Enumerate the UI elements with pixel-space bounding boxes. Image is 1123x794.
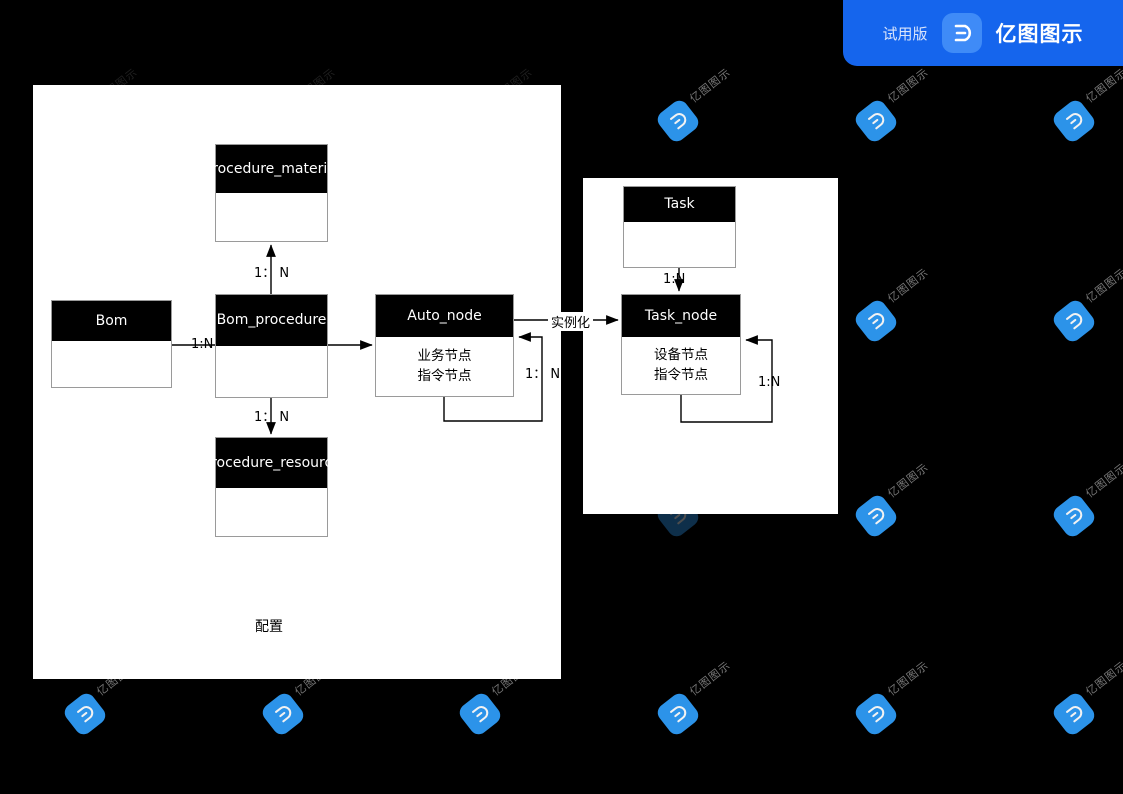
panel-label-config: 配置 bbox=[255, 619, 283, 635]
entity-body-bom-procedure bbox=[216, 346, 327, 397]
entity-bom[interactable]: Bom bbox=[51, 300, 172, 388]
edge-label-bomprocedure-procedureresource: 1： N bbox=[254, 410, 290, 425]
watermark: 亿图图示 bbox=[1050, 659, 1123, 743]
watermark: 亿图图示 bbox=[852, 659, 949, 743]
entity-body-task bbox=[624, 222, 735, 267]
entity-procedure-material[interactable]: procedure_material bbox=[203, 144, 340, 242]
edraw-watermark-icon bbox=[654, 97, 702, 145]
watermark-text: 亿图图示 bbox=[687, 658, 734, 699]
edge-label-bom-bomprocedure: 1:N bbox=[191, 337, 214, 352]
watermark: 亿图图示 bbox=[852, 266, 949, 350]
entity-title-bom-procedure: Bom_procedure bbox=[216, 295, 327, 346]
edraw-watermark-icon bbox=[654, 690, 702, 738]
entity-body-line: 指令节点 bbox=[417, 367, 472, 384]
watermark-text: 亿图图示 bbox=[1083, 265, 1123, 306]
entity-body-procedure-resource bbox=[216, 488, 327, 536]
entity-body-line: 指令节点 bbox=[654, 366, 708, 383]
watermark-text: 亿图图示 bbox=[885, 65, 932, 106]
entity-body-auto-node: 业务节点 指令节点 bbox=[376, 337, 513, 396]
watermark-text: 亿图图示 bbox=[687, 65, 734, 106]
watermark: 亿图图示 bbox=[852, 461, 949, 545]
entity-body-line: 业务节点 bbox=[417, 347, 472, 364]
edraw-watermark-icon bbox=[852, 492, 900, 540]
entity-task-node[interactable]: Task_node 设备节点 指令节点 bbox=[621, 294, 741, 395]
edraw-watermark-icon bbox=[852, 297, 900, 345]
brand-name: 亿图图示 bbox=[995, 22, 1084, 46]
edraw-watermark-icon bbox=[1050, 97, 1098, 145]
watermark: 亿图图示 bbox=[1050, 66, 1123, 150]
entity-title-task-node: Task_node bbox=[622, 295, 740, 337]
watermark-text: 亿图图示 bbox=[885, 658, 932, 699]
watermark: 亿图图示 bbox=[852, 66, 949, 150]
entity-body-procedure-material bbox=[216, 193, 327, 241]
entity-title-bom: Bom bbox=[52, 301, 171, 341]
entity-body-line: 设备节点 bbox=[654, 346, 708, 363]
entity-task[interactable]: Task bbox=[623, 186, 736, 268]
edraw-watermark-icon bbox=[852, 97, 900, 145]
watermark-text: 亿图图示 bbox=[885, 460, 932, 501]
watermark: 亿图图示 bbox=[654, 659, 751, 743]
watermark: 亿图图示 bbox=[61, 659, 158, 743]
watermark-text: 亿图图示 bbox=[1083, 460, 1123, 501]
edraw-watermark-icon bbox=[1050, 492, 1098, 540]
entity-title-procedure-material: procedure_material bbox=[203, 145, 340, 193]
entity-title-procedure-resource: procedure_resource bbox=[202, 438, 341, 488]
edge-label-autonode-self: 1： N bbox=[525, 367, 561, 382]
watermark-text: 亿图图示 bbox=[885, 265, 932, 306]
edraw-watermark-icon bbox=[456, 690, 504, 738]
watermark: 亿图图示 bbox=[654, 66, 751, 150]
watermark-text: 亿图图示 bbox=[1083, 65, 1123, 106]
edge-label-task-tasknode: 1:N bbox=[663, 272, 686, 287]
entity-procedure-resource[interactable]: procedure_resource bbox=[202, 437, 341, 537]
entity-auto-node[interactable]: Auto_node 业务节点 指令节点 bbox=[375, 294, 514, 397]
watermark-text: 亿图图示 bbox=[1083, 658, 1123, 699]
watermark: 亿图图示 bbox=[1050, 266, 1123, 350]
trial-label: 试用版 bbox=[882, 24, 928, 43]
entity-bom-procedure[interactable]: Bom_procedure bbox=[215, 294, 328, 398]
edge-label-bomprocedure-procedurematerial: 1： N bbox=[254, 266, 290, 281]
trial-badge[interactable]: 试用版 亿图图示 bbox=[843, 0, 1123, 66]
edge-label-tasknode-self: 1:N bbox=[758, 375, 781, 390]
edraw-watermark-icon bbox=[1050, 297, 1098, 345]
entity-body-task-node: 设备节点 指令节点 bbox=[622, 337, 740, 394]
edraw-watermark-icon bbox=[1050, 690, 1098, 738]
edge-label-instantiate: 实例化 bbox=[548, 312, 594, 331]
watermark: 亿图图示 bbox=[456, 659, 553, 743]
watermark: 亿图图示 bbox=[259, 659, 356, 743]
edraw-watermark-icon bbox=[852, 690, 900, 738]
entity-title-auto-node: Auto_node bbox=[376, 295, 513, 337]
entity-title-task: Task bbox=[624, 187, 735, 222]
edraw-logo-icon bbox=[941, 13, 982, 53]
watermark: 亿图图示 bbox=[1050, 461, 1123, 545]
entity-body-bom bbox=[52, 341, 171, 387]
edraw-watermark-icon bbox=[61, 690, 109, 738]
edraw-watermark-icon bbox=[259, 690, 307, 738]
